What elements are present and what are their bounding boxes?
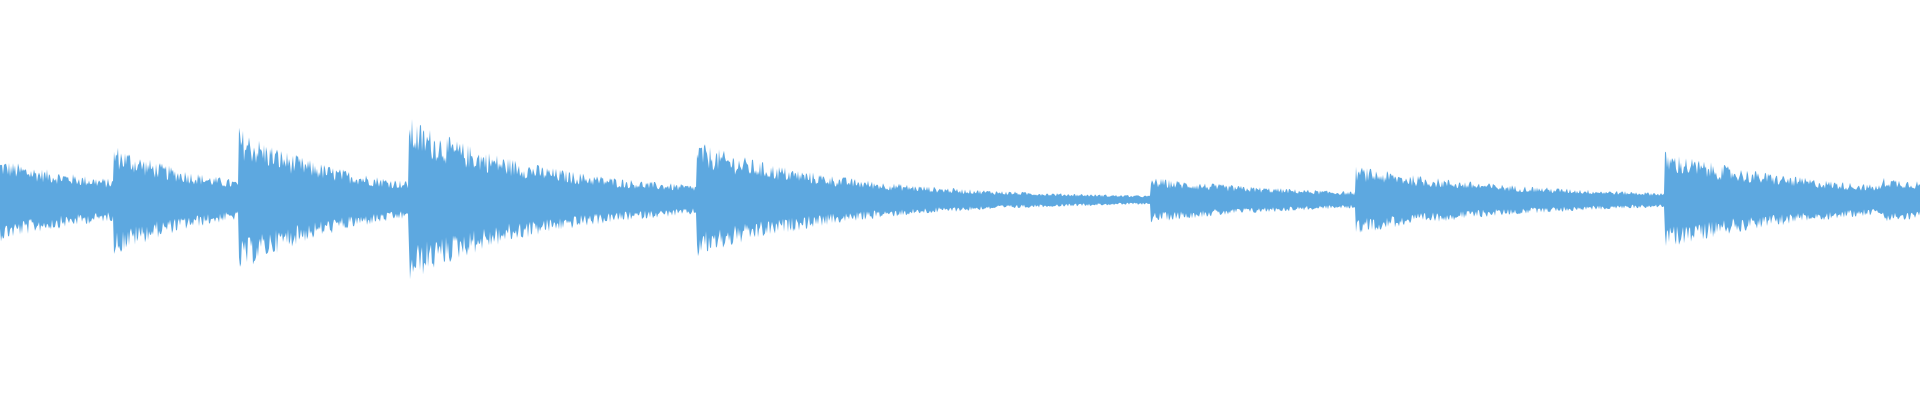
waveform-shape bbox=[0, 119, 1920, 280]
